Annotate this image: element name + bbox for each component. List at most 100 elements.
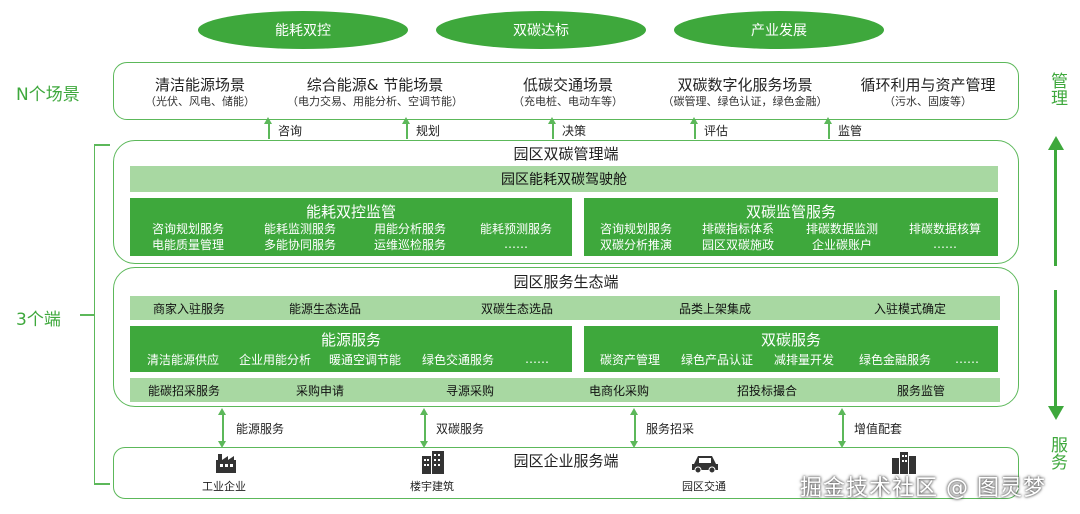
- grid-item: 绿色交通服务: [421, 352, 494, 367]
- grid-item: 能耗监测服务: [263, 221, 336, 236]
- row-item: 采购申请: [295, 383, 344, 398]
- three-ends-label: 3个端: [16, 310, 61, 330]
- goal-label: 能耗双控: [275, 23, 331, 39]
- grid-item: 排碳数据监测: [805, 221, 878, 236]
- link-label: 服务招采: [646, 422, 695, 436]
- enterprise-item-label: 工业企业: [202, 480, 246, 493]
- grid-item: 暖通空调节能: [328, 352, 401, 367]
- n-scenarios-label: N个场景: [16, 85, 80, 105]
- scenario-3: 低碳交通场景 （充电桩、电动车等）: [488, 70, 648, 114]
- row-item: 招投标撮合: [736, 383, 797, 398]
- up-arrow: [691, 117, 697, 139]
- row-item: 能碳招采服务: [147, 383, 220, 398]
- carbon-supervision-title: 双碳监管服务: [745, 202, 836, 221]
- ecosystem-top-row: 商家入驻服务 能源生态选品 双碳生态选品 品类上架集成 入驻模式确定: [130, 296, 1000, 320]
- goal-label: 产业发展: [751, 23, 807, 39]
- scenario-1: 清洁能源场景 （光伏、风电、储能）: [120, 70, 280, 114]
- up-arrow-label: 评估: [704, 124, 729, 138]
- management-arrow-line: [1054, 148, 1057, 266]
- management-title: 园区双碳管理端: [513, 144, 619, 163]
- scenario-box: [113, 62, 1019, 120]
- grid-item: 企业用能分析: [238, 352, 311, 367]
- up-arrow-label: 咨询: [278, 124, 303, 138]
- enterprise-item-label: 楼宇建筑: [410, 480, 454, 493]
- scenario-title: 清洁能源场景: [154, 75, 245, 94]
- scenario-title: 综合能源& 节能场景: [306, 75, 444, 94]
- grid-item: 绿色产品认证: [680, 352, 753, 367]
- car-icon: [692, 456, 718, 474]
- grid-item: 电能质量管理: [151, 237, 224, 252]
- energy-supervision-block: 能耗双控监管 咨询规划服务 能耗监测服务 用能分析服务 能耗预测服务 电能质量管…: [130, 198, 572, 256]
- enterprise-item-label: 园区交通: [682, 480, 726, 493]
- energy-service-block: 能源服务 清洁能源供应 企业用能分析 暖通空调节能 绿色交通服务 ……: [130, 326, 572, 372]
- grid-item: 减排量开发: [773, 352, 834, 367]
- scenario-sub: （碳管理、绿色认证，绿色金融）: [662, 94, 828, 108]
- grid-item: ……: [933, 237, 957, 251]
- watermark: 掘金技术社区 @ 图灵梦: [800, 476, 1046, 501]
- scenario-title: 双碳数字化服务场景: [677, 75, 813, 94]
- grid-item: ……: [955, 352, 979, 366]
- enterprise-title: 园区企业服务端: [513, 451, 619, 470]
- link-label: 能源服务: [236, 422, 285, 436]
- scenario-sub: （充电桩、电动车等）: [513, 94, 623, 108]
- scenario-2: 综合能源& 节能场景 （电力交易、用能分析、空调节能）: [275, 70, 475, 114]
- grid-item: ……: [504, 237, 528, 251]
- enterprise-panel: [113, 447, 1019, 499]
- link-arrow: [839, 408, 845, 448]
- bracket-tick: [80, 314, 94, 316]
- service-arrow-icon: [1048, 406, 1064, 420]
- scenario-sub: （光伏、风电、储能）: [145, 94, 255, 108]
- grid-item: 能耗预测服务: [479, 221, 552, 236]
- scenario-sub: （电力交易、用能分析、空调节能）: [287, 94, 463, 108]
- grid-item: 咨询规划服务: [599, 221, 672, 236]
- cockpit-bar: 园区能耗双碳驾驶舱: [130, 166, 998, 192]
- ecosystem-bottom-row: 能碳招采服务 采购申请 寻源采购 电商化采购 招投标撮合 服务监管: [130, 378, 1000, 402]
- row-item: 品类上架集成: [678, 301, 751, 316]
- row-item: 寻源采购: [445, 383, 494, 398]
- three-ends-bracket: [94, 144, 95, 484]
- scenario-5: 循环利用与资产管理 （污水、固废等）: [838, 70, 1018, 114]
- ecosystem-title: 园区服务生态端: [513, 272, 619, 291]
- grid-item: 企业碳账户: [811, 237, 872, 252]
- up-arrow: [825, 117, 831, 139]
- goal-ellipse-2: 双碳达标: [436, 11, 646, 49]
- grid-item: ……: [525, 352, 549, 366]
- goal-label: 双碳达标: [513, 23, 569, 39]
- row-item: 入驻模式确定: [873, 301, 946, 316]
- building-icon: [422, 451, 444, 474]
- grid-item: 多能协同服务: [263, 237, 336, 252]
- carbon-service-title: 双碳服务: [760, 330, 821, 349]
- grid-item: 用能分析服务: [373, 221, 446, 236]
- grid-item: 排碳数据核算: [908, 221, 981, 236]
- grid-item: 绿色金融服务: [858, 352, 931, 367]
- scenario-title: 低碳交通场景: [522, 75, 613, 94]
- carbon-supervision-block: 双碳监管服务 咨询规划服务 排碳指标体系 排碳数据监测 排碳数据核算 双碳分析推…: [584, 198, 998, 256]
- scenario-title: 循环利用与资产管理: [860, 75, 996, 94]
- bracket-tick: [94, 483, 110, 485]
- up-arrow-label: 监管: [838, 124, 863, 138]
- up-arrow: [549, 117, 555, 139]
- management-side-label: 管理: [1047, 72, 1067, 106]
- up-arrow: [265, 117, 271, 139]
- grid-item: 运维巡检服务: [373, 237, 446, 252]
- carbon-service-block: 双碳服务 碳资产管理 绿色产品认证 减排量开发 绿色金融服务 ……: [584, 326, 998, 372]
- scenario-sub: （污水、固废等）: [884, 94, 972, 108]
- row-item: 服务监管: [896, 383, 945, 398]
- grid-item: 园区双碳施政: [701, 237, 774, 252]
- link-arrow: [631, 408, 637, 448]
- grid-item: 咨询规划服务: [151, 221, 224, 236]
- bracket-tick: [94, 144, 110, 146]
- grid-item: 双碳分析推演: [599, 237, 672, 252]
- service-arrow-line: [1054, 290, 1057, 408]
- management-arrow-icon: [1048, 136, 1064, 150]
- up-arrow: [403, 117, 409, 139]
- up-arrow-label: 规划: [416, 124, 441, 138]
- grid-item: 碳资产管理: [599, 352, 660, 367]
- row-item: 双碳生态选品: [480, 301, 553, 316]
- row-item: 电商化采购: [588, 383, 649, 398]
- link-arrow: [219, 408, 225, 448]
- link-arrow: [421, 408, 427, 448]
- city-icon: [892, 452, 916, 474]
- goal-ellipse-1: 能耗双控: [198, 11, 408, 49]
- energy-service-title: 能源服务: [320, 330, 381, 349]
